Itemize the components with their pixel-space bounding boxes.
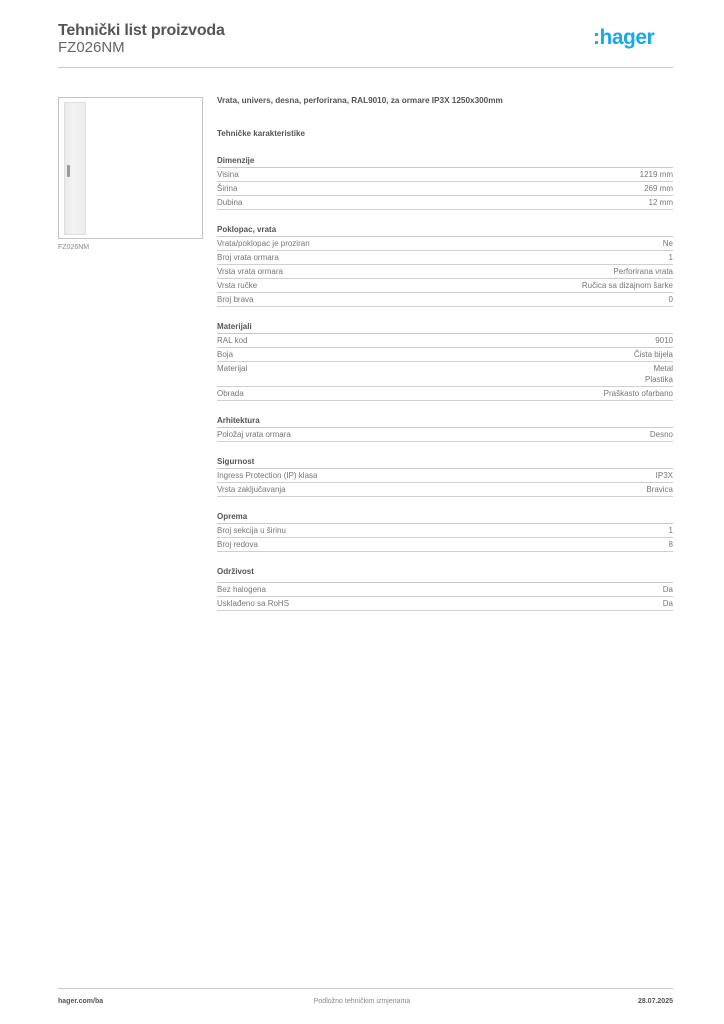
spec-value: Bravica bbox=[646, 485, 673, 494]
group-title: Materijali bbox=[217, 321, 673, 334]
door-handle-icon bbox=[67, 165, 70, 177]
spec-label: RAL kod bbox=[217, 336, 248, 345]
section-heading: Tehničke karakteristike bbox=[217, 129, 305, 138]
spec-value: 9010 bbox=[655, 336, 673, 345]
group-title: Sigurnost bbox=[217, 456, 673, 469]
spec-label: Broj sekcija u širinu bbox=[217, 526, 286, 535]
product-image-caption: FZ026NM bbox=[58, 244, 90, 251]
spec-value: Ručica sa dizajnom šarke bbox=[581, 281, 673, 290]
spec-row: Dubina 12 mm bbox=[217, 196, 673, 210]
spec-value: 12 mm bbox=[648, 198, 673, 207]
spec-row: Širina 269 mm bbox=[217, 182, 673, 196]
spec-row: Visina 1219 mm bbox=[217, 168, 673, 182]
hager-logo: :hager bbox=[593, 26, 655, 49]
spec-label: Vrata/poklopac je proziran bbox=[217, 239, 310, 248]
spec-value: 1 bbox=[668, 526, 673, 535]
spec-value: 8 bbox=[668, 540, 673, 549]
group-title: Arhitektura bbox=[217, 415, 673, 428]
spec-group-poklopac-vrata: Poklopac, vrata Vrata/poklopac je prozir… bbox=[217, 224, 673, 307]
spec-row: Broj redova 8 bbox=[217, 538, 673, 552]
spec-value: IP3X bbox=[655, 471, 673, 480]
spec-value: 0 bbox=[668, 295, 673, 304]
spec-row: Bez halogena Da bbox=[217, 583, 673, 597]
header-divider bbox=[58, 67, 673, 68]
spec-label: Broj redova bbox=[217, 540, 258, 549]
spec-value: Desno bbox=[649, 430, 673, 439]
spec-label: Vrsta vrata ormara bbox=[217, 267, 283, 276]
spec-value: Praškasto ofarbano bbox=[603, 389, 673, 398]
spec-label: Broj vrata ormara bbox=[217, 253, 279, 262]
spec-value: Metal bbox=[653, 364, 673, 373]
footer-divider bbox=[58, 988, 673, 989]
spec-content: Vrata, univers, desna, perforirana, RAL9… bbox=[217, 96, 673, 611]
product-image-frame bbox=[58, 97, 203, 239]
footer-notice: Podložno tehničkim izmjenama bbox=[313, 998, 411, 1005]
spec-value: Da bbox=[662, 599, 673, 608]
spec-row: Broj brava 0 bbox=[217, 293, 673, 307]
group-title: Dimenzije bbox=[217, 155, 673, 168]
product-description: Vrata, univers, desna, perforirana, RAL9… bbox=[217, 96, 503, 105]
spec-label: Broj brava bbox=[217, 295, 254, 304]
group-title: Oprema bbox=[217, 511, 673, 524]
document-title: Tehnički list proizvoda bbox=[58, 22, 225, 39]
spec-row: Usklađeno sa RoHS Da bbox=[217, 597, 673, 611]
spec-row: Obrada Praškasto ofarbano bbox=[217, 387, 673, 401]
spec-row: Vrsta ručke Ručica sa dizajnom šarke bbox=[217, 279, 673, 293]
footer-date: 28.07.2025 bbox=[637, 998, 673, 1005]
spec-group-oprema: Oprema Broj sekcija u širinu 1 Broj redov… bbox=[217, 511, 673, 552]
spec-row: Vrata/poklopac je proziran Ne bbox=[217, 237, 673, 251]
spec-row: Boja Čista bijela bbox=[217, 348, 673, 362]
spec-label: Obrada bbox=[217, 389, 244, 398]
spec-row: Ingress Protection (IP) klasa IP3X bbox=[217, 469, 673, 483]
spec-row: Vrsta zaključavanja Bravica bbox=[217, 483, 673, 497]
spec-label: Dubina bbox=[217, 198, 243, 207]
spec-value: Čista bijela bbox=[633, 350, 673, 359]
spec-label: Visina bbox=[217, 170, 239, 179]
spec-row: Broj sekcija u širinu 1 bbox=[217, 524, 673, 538]
spec-label: Položaj vrata ormara bbox=[217, 430, 291, 439]
spec-label: Vrsta ručke bbox=[217, 281, 258, 290]
spec-label: Ingress Protection (IP) klasa bbox=[217, 471, 318, 480]
door-panel-image bbox=[64, 102, 86, 235]
spec-label: Vrsta zaključavanja bbox=[217, 485, 286, 494]
spec-row: RAL kod 9010 bbox=[217, 334, 673, 348]
spec-group-arhitektura: Arhitektura Položaj vrata ormara Desno bbox=[217, 415, 673, 442]
spec-label: Usklađeno sa RoHS bbox=[217, 599, 290, 608]
spec-label: Boja bbox=[217, 350, 234, 359]
spec-row: Broj vrata ormara 1 bbox=[217, 251, 673, 265]
spec-value: Ne bbox=[662, 239, 673, 248]
spec-value: Plastika bbox=[644, 375, 673, 384]
footer-website-link[interactable]: hager.com/ba bbox=[58, 998, 104, 1005]
spec-row: Položaj vrata ormara Desno bbox=[217, 428, 673, 442]
spec-value: 269 mm bbox=[644, 184, 673, 193]
spec-row: Vrsta vrata ormara Perforirana vrata bbox=[217, 265, 673, 279]
product-code: FZ026NM bbox=[58, 39, 125, 56]
spec-value: 1 bbox=[668, 253, 673, 262]
group-title: Poklopac, vrata bbox=[217, 224, 673, 237]
spec-value: Da bbox=[662, 585, 673, 594]
spec-label: Širina bbox=[217, 184, 238, 193]
spec-group-dimenzije: Dimenzije Visina 1219 mm Širina 269 mm Dub… bbox=[217, 155, 673, 210]
spec-label: Materijal bbox=[217, 364, 248, 373]
spec-label: Bez halogena bbox=[217, 585, 266, 594]
spec-value: 1219 mm bbox=[639, 170, 673, 179]
spec-value: Perforirana vrata bbox=[613, 267, 673, 276]
group-title: Održivost bbox=[217, 566, 673, 583]
